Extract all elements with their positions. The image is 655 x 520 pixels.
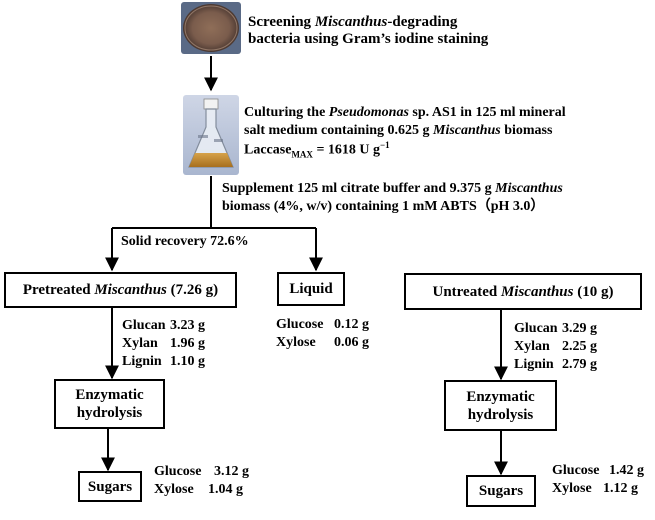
untreated-label-post: (10 g) [573,283,614,300]
step3-text: Supplement 125 ml citrate buffer and 9.3… [222,180,563,216]
agar-plate-photo [181,2,241,54]
flask-culture-photo [183,95,239,175]
step1-line2: bacteria using Gram’s iodine staining [248,31,489,48]
untreated-label-em: Miscanthus [500,283,574,300]
step3-line1-pre: Supplement 125 ml citrate buffer and 9.3… [222,181,496,196]
pretreated-label-em: Miscanthus [94,282,167,298]
step1-line1-em: Miscanthus [314,14,388,30]
step2-text: Culturing the Pseudomonas sp. AS1 in 125… [244,104,566,162]
liquid-label: Liquid [289,281,333,297]
untreated-box: Untreated Miscanthus (10 g) [404,273,642,310]
pretreated-sugars-box: Sugars [78,471,142,502]
step2-line2-pre: salt medium containing 0.625 g [244,123,434,139]
step1-line1-pre: Screening [248,14,315,30]
step2-line2-post: biomass [500,123,553,139]
solid-recovery-label: Solid recovery 72.6% [121,234,249,249]
pretreated-label-pre: Pretreated [22,282,95,298]
step3-line2: biomass (4%, w/v) containing 1 mM ABTS（p… [222,199,545,215]
step3-line1-em: Miscanthus [495,181,563,196]
untreated-sugars-box: Sugars [466,475,536,507]
laccase-value: LaccaseMAX = 1618 U g−1 [244,140,390,160]
step2-line2-em: Miscanthus [433,123,501,139]
step2-line1-post: sp. AS1 in 125 ml mineral [408,105,566,120]
untreated-label-pre: Untreated [432,283,501,300]
step2-line1-pre: Culturing the [244,105,329,120]
step1-line1-post: -degrading [387,14,458,30]
liquid-box: Liquid [277,272,345,306]
step2-line1-em: Pseudomonas [328,105,409,120]
pretreated-label-post: (7.26 g) [166,282,219,298]
pretreated-box: Pretreated Miscanthus (7.26 g) [4,272,237,308]
step1-text: Screening Miscanthus-degrading bacteria … [248,14,488,49]
